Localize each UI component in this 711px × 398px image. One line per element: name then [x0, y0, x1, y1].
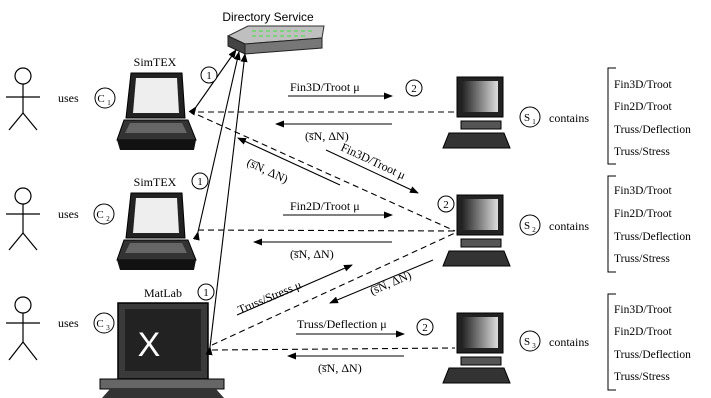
- step-2-circle: [416, 318, 434, 336]
- client-1-circle: [94, 87, 116, 109]
- laptop-2-icon: [116, 192, 197, 270]
- client-2-circle: [93, 203, 115, 225]
- client-3-app-label: MatLab: [144, 286, 182, 300]
- request-label-c1-s1: Fin3D/Troot μ: [290, 80, 360, 94]
- client-2-id: C: [96, 209, 103, 221]
- laptop-1-icon: [116, 72, 197, 150]
- server-2-id: S: [524, 220, 530, 232]
- server-1-bracket: [607, 67, 616, 165]
- step-1-number: 1: [206, 70, 212, 82]
- client-2-sub: 2: [106, 215, 110, 223]
- step-1-number: 1: [203, 287, 209, 299]
- matlab-workstation-icon: [99, 302, 225, 398]
- arrow-response-s2-c1: [237, 137, 341, 186]
- user-1-icon: [6, 67, 40, 131]
- server-1-item: Truss/Stress: [614, 146, 670, 158]
- uses-label-3: uses: [58, 316, 79, 330]
- response-label-s3-c3: (s̅N, ΔN): [318, 361, 362, 375]
- server-1-circle: [519, 106, 541, 128]
- server-2-item: Fin2D/Troot: [614, 208, 673, 220]
- server-2-item: Fin3D/Troot: [614, 185, 673, 197]
- server-3-item: Truss/Deflection: [614, 349, 691, 361]
- step-1-circle: [200, 66, 218, 84]
- arrow-response-s2-c3: [329, 259, 434, 304]
- uses-label-2: uses: [58, 207, 79, 221]
- server-2-bracket: [607, 175, 616, 273]
- uses-label-1: uses: [58, 91, 79, 105]
- server-3-id: S: [524, 336, 530, 348]
- server-2-item: Truss/Deflection: [614, 231, 691, 243]
- request-label-c2-s2: Fin2D/Troot μ: [290, 199, 360, 213]
- client-1-app-label: SimTEX: [134, 55, 177, 69]
- server-3-item: Truss/Stress: [614, 371, 670, 383]
- server-3-contains: contains: [549, 335, 589, 349]
- server-2-item: Truss/Stress: [614, 253, 670, 265]
- server-1-id: S: [524, 112, 530, 124]
- response-label-s2-c1: (s̅N, ΔN): [245, 155, 291, 186]
- server-3-sub: 3: [532, 342, 536, 350]
- server-2-circle: [519, 214, 541, 236]
- client-3-sub: 3: [106, 324, 110, 332]
- step-2-number: 2: [443, 199, 449, 211]
- arrow-c3-directory: [205, 53, 248, 356]
- server-3-icon: [442, 312, 511, 384]
- request-label-c3-s2: Truss/Stress μ: [236, 277, 304, 316]
- server-3-item: Fin2D/Troot: [614, 326, 673, 338]
- client-1-id: C: [97, 93, 104, 105]
- server-3-bracket: [607, 293, 616, 391]
- server-1-item: Fin3D/Troot: [614, 79, 673, 91]
- server-1-contains: contains: [549, 111, 589, 125]
- user-3-icon: [6, 296, 40, 361]
- step-2-number: 2: [422, 322, 428, 334]
- client-1-sub: 1: [107, 99, 111, 107]
- server-2-icon: [442, 194, 511, 267]
- step-2-circle: [405, 79, 423, 97]
- directory-service-icon: [226, 25, 325, 55]
- request-label-c3-s3: Truss/Deflection μ: [297, 317, 387, 331]
- client-2-app-label: SimTEX: [134, 175, 177, 189]
- client-3-circle: [93, 312, 115, 334]
- server-3-circle: [519, 330, 541, 352]
- server-2-contains: contains: [549, 219, 589, 233]
- step-2-circle: [437, 195, 455, 213]
- matlab-x-glyph: X: [138, 326, 161, 364]
- directory-service-label: Directory Service: [222, 10, 314, 24]
- server-1-sub: 1: [532, 118, 536, 126]
- step-1-number: 1: [197, 176, 203, 188]
- arrow-request-c3-s2: [236, 264, 353, 316]
- response-label-s2-c3: (s̅N, ΔN): [368, 268, 414, 298]
- server-1-item: Truss/Deflection: [614, 124, 691, 136]
- client-3-id: C: [96, 318, 103, 330]
- response-label-s2-c2: (s̅N, ΔN): [290, 247, 334, 261]
- server-1-item: Fin2D/Troot: [614, 101, 673, 113]
- user-2-icon: [6, 187, 40, 251]
- dashed-c3-s3: [211, 347, 456, 351]
- server-1-icon: [442, 76, 511, 149]
- dashed-c3-s2: [211, 232, 456, 346]
- dashed-c1-s2: [197, 114, 456, 232]
- step-1-circle: [191, 172, 209, 190]
- response-label-s1-c1: (s̅N, ΔN): [305, 129, 349, 143]
- server-2-sub: 2: [532, 226, 536, 234]
- server-3-item: Fin3D/Troot: [614, 304, 673, 316]
- arrow-request-c1-s2: [325, 149, 419, 194]
- dashed-c2-s2: [197, 229, 456, 232]
- step-1-circle: [197, 283, 215, 301]
- step-2-number: 2: [411, 83, 417, 95]
